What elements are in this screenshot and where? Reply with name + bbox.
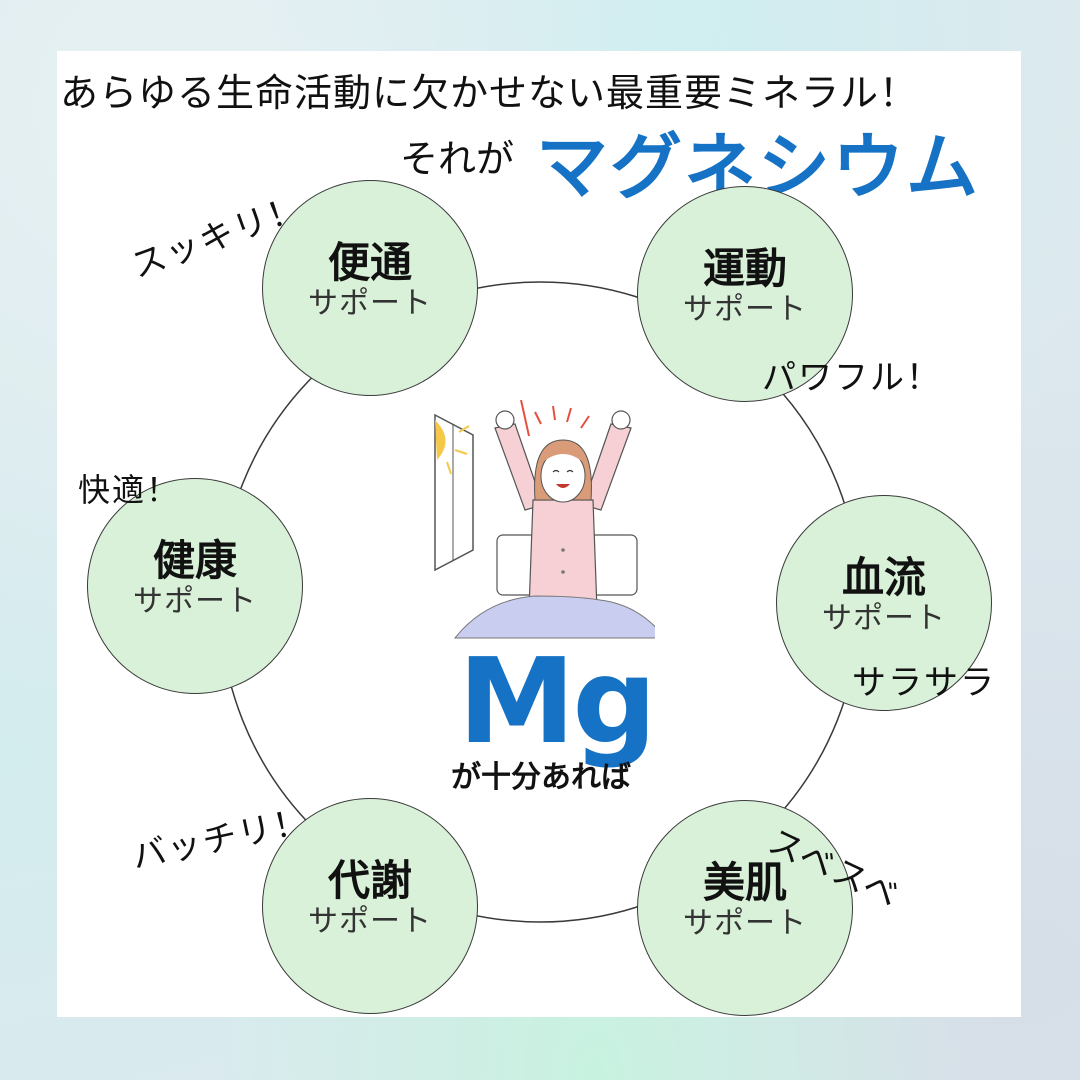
mg-caption: が十分あれば bbox=[451, 760, 631, 795]
node-title: 運動 bbox=[702, 243, 787, 293]
node-title: 便通 bbox=[327, 237, 412, 287]
headline: あらゆる生命活動に欠かせない最重要ミネラル！ bbox=[60, 71, 919, 115]
node-title: 美肌 bbox=[702, 857, 787, 907]
callout-sarasara: サラサラ bbox=[852, 663, 996, 703]
node-title: 血流 bbox=[841, 552, 926, 602]
node-metabolism-support: 代謝 サポート bbox=[262, 798, 478, 1014]
node-title: 代謝 bbox=[327, 855, 412, 905]
mg-symbol: Mg bbox=[458, 632, 657, 770]
node-subtitle: サポート bbox=[683, 292, 807, 328]
callout-powerful: パワフル！ bbox=[762, 358, 942, 398]
node-skin-support: 美肌 サポート bbox=[637, 800, 853, 1016]
node-subtitle: サポート bbox=[133, 584, 257, 620]
node-subtitle: サポート bbox=[822, 601, 946, 637]
node-title: 健康 bbox=[152, 535, 237, 585]
node-blood-flow-support: 血流 サポート bbox=[776, 495, 992, 711]
lead-in-text: それが bbox=[400, 137, 515, 181]
node-subtitle: サポート bbox=[683, 906, 807, 942]
node-subtitle: サポート bbox=[308, 904, 432, 940]
node-exercise-support: 運動 サポート bbox=[637, 186, 853, 402]
woman-stretching-illustration bbox=[434, 400, 655, 639]
node-bowel-support: 便通 サポート bbox=[262, 180, 478, 396]
node-subtitle: サポート bbox=[308, 286, 432, 322]
node-health-support: 健康 サポート bbox=[87, 478, 303, 694]
callout-kaiteki: 快適！ bbox=[78, 471, 181, 509]
